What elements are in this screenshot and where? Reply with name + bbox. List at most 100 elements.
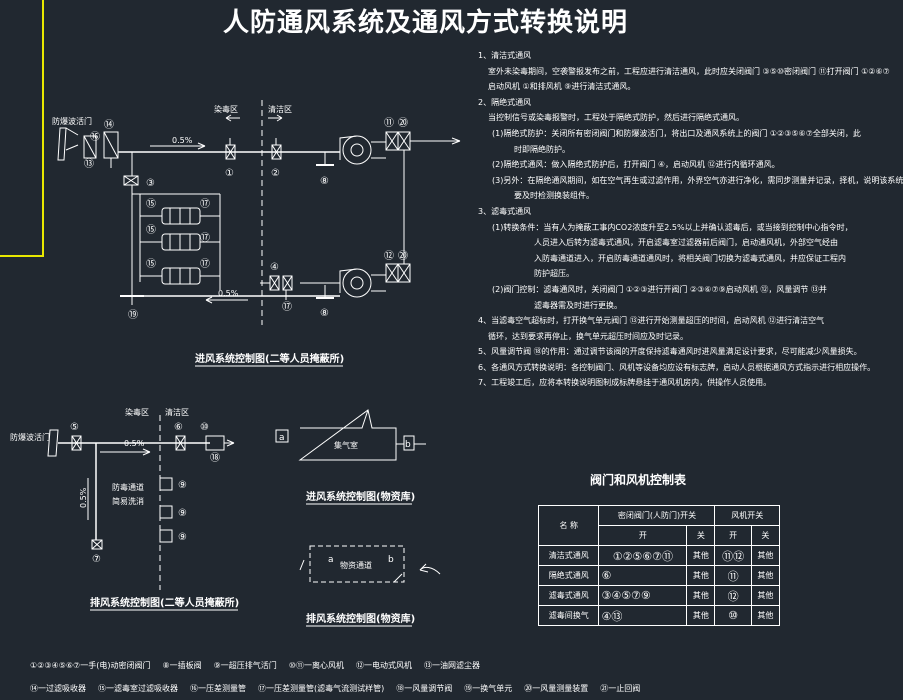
header-fans: 风机开关 bbox=[714, 505, 780, 526]
note-line: 当控制信号或染毒报警时，工程处于隔绝式防护，然后进行隔绝式通风。 bbox=[488, 113, 744, 123]
row-fan-close: 其他 bbox=[750, 565, 781, 586]
row-valve-close: 其他 bbox=[686, 565, 716, 586]
sub-close-fan: 关 bbox=[750, 525, 781, 546]
legend-item: ⑧一插板阀 bbox=[162, 661, 202, 670]
tag-12: ⑫ bbox=[384, 250, 394, 262]
row-valve-close: 其他 bbox=[686, 585, 716, 606]
tag-15a: ⑮ bbox=[146, 198, 156, 210]
tag-6: ⑥ bbox=[174, 422, 183, 433]
legend-item: ①②③④⑤⑥⑦一手(电)动密闭阀门 bbox=[30, 661, 151, 670]
note-line: 启动风机 ①和排风机 ⑨进行清洁式通风。 bbox=[488, 82, 636, 92]
d2-room-1: 防毒通道 bbox=[112, 482, 144, 492]
row-fan-close: 其他 bbox=[750, 545, 781, 566]
d1-slope-top: 0.5% bbox=[172, 136, 193, 145]
tag-20a: ⑳ bbox=[398, 117, 408, 129]
sub-open-fan: 开 bbox=[714, 525, 752, 546]
legend-item: ⑯一压差测量管 bbox=[190, 684, 246, 693]
tag-15c: ⑮ bbox=[146, 258, 156, 270]
sub-open-valve: 开 bbox=[598, 525, 688, 546]
tag-4: ④ bbox=[270, 262, 279, 273]
legend-item: ⑭一过滤吸收器 bbox=[30, 684, 86, 693]
tag-17d: ⑰ bbox=[282, 301, 292, 313]
note-line: 1、清洁式通风 bbox=[478, 51, 532, 60]
tag-3: ③ bbox=[146, 178, 155, 189]
tag-7: ⑦ bbox=[92, 554, 101, 565]
diagram-exhaust-shelter: 防爆波活门 染毒区 清洁区 0.5% 0.5% 防毒通道 简易洗消 ⑤ ⑥ ⑩ … bbox=[10, 407, 239, 611]
tag-20b: ⑳ bbox=[398, 250, 408, 262]
d1-caption: 进风系统控制图(二等人员掩蔽所) bbox=[195, 352, 344, 365]
oil-filter bbox=[83, 135, 97, 159]
d4-tag-a: a bbox=[328, 555, 334, 565]
note-line: 入防毒通道进入，开启防毒通道通风时，将相关阀门切换为滤毒式通风，并应保证工程内 bbox=[534, 253, 846, 263]
tag-11: ⑪ bbox=[384, 117, 394, 129]
table-row: 滤毒间换气 ④⑬ 其他 ⑩ 其他 bbox=[537, 605, 781, 626]
note-line: 循环，达到要求再停止，换气单元超压时间应及时记录。 bbox=[488, 331, 688, 341]
d1-zone-clean: 清洁区 bbox=[268, 104, 292, 114]
valve-17d bbox=[282, 275, 293, 291]
tag-17b: ⑰ bbox=[200, 232, 210, 244]
note-line: 6、各通风方式转换说明：各控制阀门、风机等设备均应设有标志牌，启动人员根据通风方… bbox=[478, 362, 876, 372]
page-title: 人防通风系统及通风方式转换说明 bbox=[222, 8, 628, 38]
legend-item: ⑱一风量调节阀 bbox=[396, 684, 453, 693]
diagram-exhaust-warehouse: a 物资通道 b 排风系统控制图(物资库) bbox=[299, 545, 441, 627]
row-fan-open: ⑪ bbox=[714, 565, 752, 586]
note-line: (2)阀门控制：滤毒通风时，关闭阀门 ①②③进行开阀门 ②③⑥⑦⑨启动风机 ⑫，… bbox=[492, 284, 827, 294]
note-line: 要及时检测换装组件。 bbox=[514, 191, 594, 201]
d2-room-2: 简易洗消 bbox=[112, 496, 144, 506]
valve-3 bbox=[123, 175, 139, 186]
valve-6 bbox=[175, 435, 186, 451]
note-line: (3)另外：在隔绝通风期间，如在空气再生或过滤作用，外界空气亦进行净化，需同步测… bbox=[492, 175, 903, 185]
row-valve-close: 其他 bbox=[686, 545, 716, 566]
row-fan-open: ⑫ bbox=[714, 585, 752, 606]
row-name: 滤毒式通风 bbox=[537, 585, 600, 606]
diagram-intake-warehouse: a 集气室 b 进风系统控制图(物资库) bbox=[275, 409, 426, 505]
header-name: 名 称 bbox=[537, 505, 600, 546]
legend-item: ⑳一风量测量装置 bbox=[524, 684, 589, 693]
d2-zone-clean: 清洁区 bbox=[165, 407, 189, 417]
tag-8a: ⑧ bbox=[320, 176, 329, 187]
d2-zone-dirty: 染毒区 bbox=[125, 407, 149, 417]
tag-9b: ⑨ bbox=[178, 508, 187, 519]
tag-9c: ⑨ bbox=[178, 532, 187, 543]
tag-18: ⑱ bbox=[210, 452, 220, 464]
d4-tag-b: b bbox=[388, 555, 394, 565]
d3-tag-a: a bbox=[279, 433, 285, 443]
control-table: 名 称 密闭阀门(人防门)开关 风机开关 开 关 开 关 清洁式通风 ①②⑤⑥⑦… bbox=[537, 505, 781, 626]
legend-item: ⑫一电动式风机 bbox=[355, 661, 412, 670]
tag-19: ⑲ bbox=[128, 309, 138, 321]
legend-item: ⑮一滤毒室过滤吸收器 bbox=[98, 684, 178, 693]
tag-14: ⑭ bbox=[104, 119, 114, 131]
legend-row-2: ⑭一过滤吸收器 ⑮一滤毒室过滤吸收器 ⑯一压差测量管 ⑰一压差测量管(滤毒气流测试样管… bbox=[30, 683, 652, 694]
note-line: 室外未染毒期间，空袭警报发布之前，工程应进行清洁通风，此时应关闭阀门 ③⑤⑩密闭… bbox=[488, 66, 890, 76]
row-valve-open: ③④⑤⑦⑨ bbox=[598, 585, 688, 606]
d2-slope-v: 0.5% bbox=[79, 487, 88, 508]
table-row: 滤毒式通风 ③④⑤⑦⑨ 其他 ⑫ 其他 bbox=[537, 585, 781, 606]
table-row: 隔绝式通风 ⑥ 其他 ⑪ 其他 bbox=[537, 565, 781, 586]
row-valve-open: ⑥ bbox=[598, 565, 688, 586]
legend-item: ⑩⑪一离心风机 bbox=[288, 661, 344, 670]
note-line: 4、当滤毒空气超标时，打开换气单元阀门 ⑬进行开始测量超压的时间，启动风机 ⑫进… bbox=[478, 316, 825, 326]
tag-8b: ⑧ bbox=[320, 308, 329, 319]
tag-16: ⑯ bbox=[90, 131, 100, 143]
tag-17c: ⑰ bbox=[200, 258, 210, 270]
note-line: 2、隔绝式通风 bbox=[478, 97, 532, 107]
d1-inlet-label: 防爆波活门 bbox=[52, 116, 92, 126]
row-name: 清洁式通风 bbox=[537, 545, 600, 566]
note-line: 7、工程竣工后，应将本转换说明图制成标牌悬挂于通风机房内，供操作人员使用。 bbox=[478, 378, 772, 388]
tag-2: ② bbox=[271, 168, 280, 179]
d1-zone-dirty: 染毒区 bbox=[214, 104, 238, 114]
tag-5: ⑤ bbox=[70, 422, 79, 433]
legend-item: ⑬一油网滤尘器 bbox=[423, 661, 480, 670]
row-name: 滤毒间换气 bbox=[537, 605, 600, 626]
valve-7 bbox=[91, 539, 103, 550]
d1-slope-bottom: 0.5% bbox=[218, 289, 239, 298]
d2-caption: 排风系统控制图(二等人员掩蔽所) bbox=[90, 596, 239, 609]
legend-item: ㉑一止回阀 bbox=[600, 684, 641, 693]
note-line: 人员进入后转为滤毒式通风，开启滤毒室过滤器前后阀门，启动通风机，外部空气经由 bbox=[534, 238, 838, 248]
sub-close-valve: 关 bbox=[686, 525, 716, 546]
blast-valve-symbol bbox=[57, 127, 67, 161]
legend-item: ⑲一换气单元 bbox=[464, 684, 513, 693]
legend-item: ⑰一压差测量管(滤毒气流测试样管) bbox=[258, 684, 385, 693]
fan-11 bbox=[342, 135, 372, 165]
